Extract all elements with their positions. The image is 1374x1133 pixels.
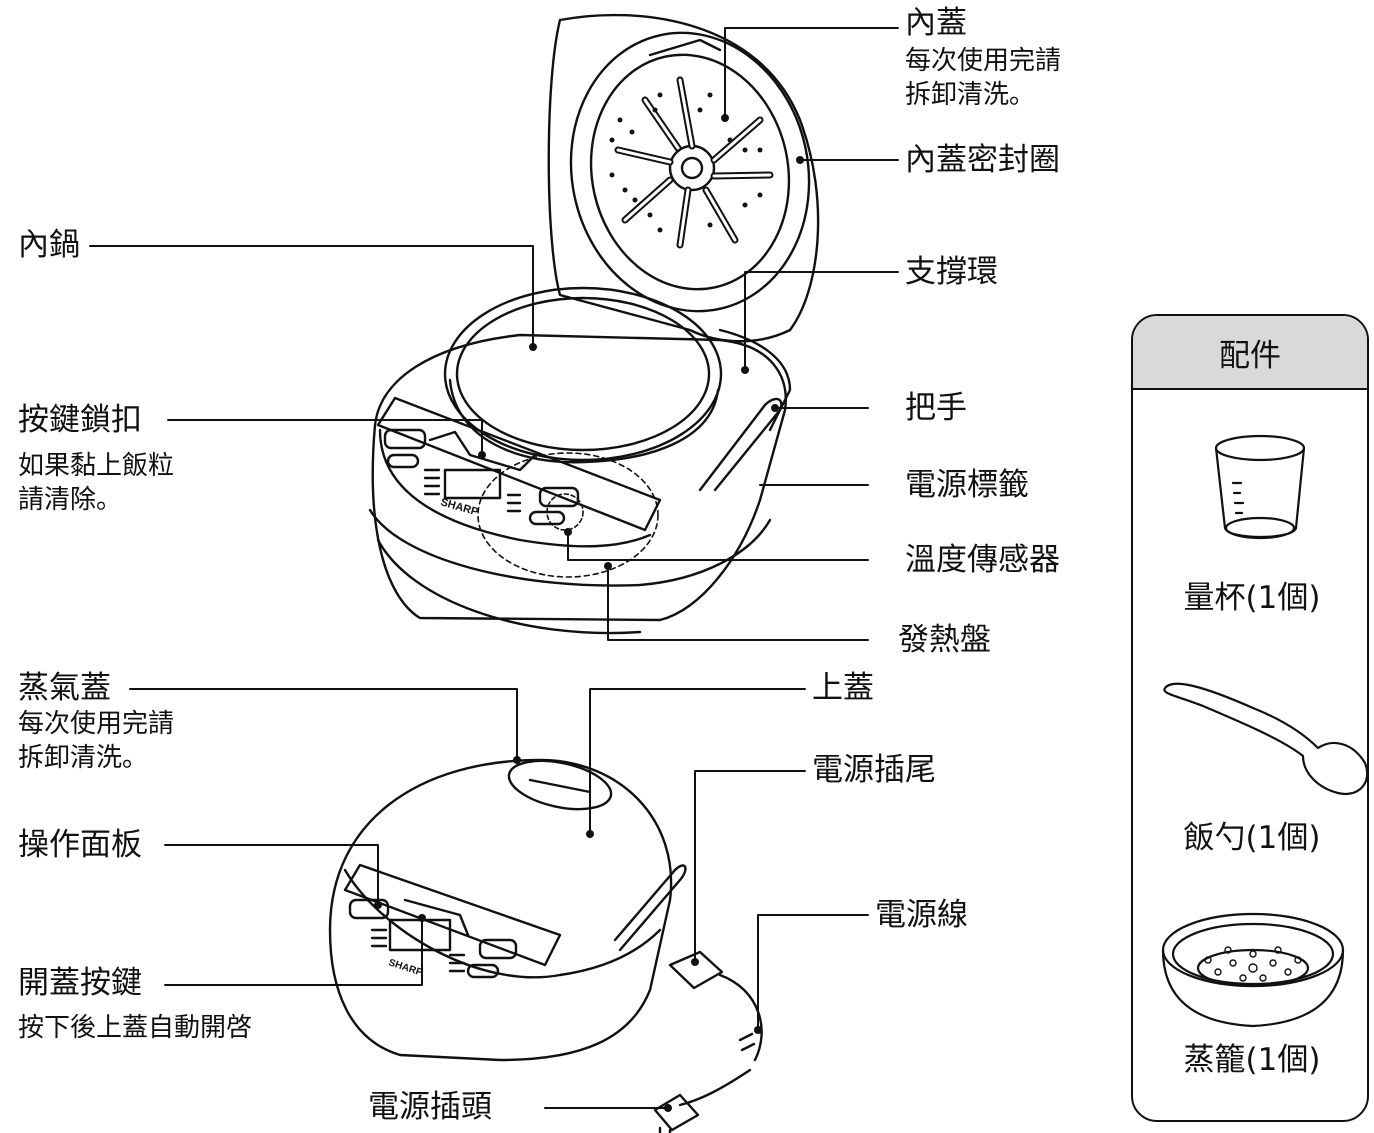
label-inner-lid: 內蓋	[905, 5, 967, 41]
label-lid-open-button: 開蓋按鍵	[18, 965, 142, 1001]
rice-paddle-icon	[1163, 682, 1367, 796]
accessory-steam-basket-label: 蒸籠(1個)	[1183, 1042, 1321, 1078]
label-power-plug-end: 電源插尾	[812, 752, 936, 788]
open-rice-cooker-illustration: SHARP	[368, 13, 820, 635]
label-heating-plate: 發熱盤	[898, 622, 991, 658]
label-power-cord: 電源線	[875, 897, 968, 933]
accessories-title: 配件	[1133, 316, 1367, 390]
label-handle: 把手	[905, 390, 967, 426]
accessories-panel: 配件	[1131, 314, 1369, 1122]
note-steam-cap: 每次使用完請 拆卸清洗。	[18, 709, 175, 773]
leader-lines	[89, 27, 899, 1109]
label-steam-cap: 蒸氣蓋	[18, 670, 111, 706]
note-inner-lid: 每次使用完請 拆卸清洗。	[905, 46, 1062, 110]
note-lid-open-button: 按下後上蓋自動開啓	[18, 1013, 253, 1043]
measuring-cup-icon	[1214, 434, 1306, 540]
label-inner-lid-seal: 內蓋密封圈	[905, 142, 1060, 178]
accessory-illustrations	[1161, 434, 1367, 1028]
label-power-label: 電源標籤	[905, 467, 1029, 503]
brand-logo: SHARP	[439, 496, 479, 518]
label-temp-sensor: 溫度傳感器	[905, 542, 1060, 578]
brand-logo-lower: SHARP	[387, 957, 424, 978]
leader-dots	[374, 114, 804, 1112]
steam-basket-icon	[1161, 912, 1345, 1028]
closed-rice-cooker-illustration: SHARP	[328, 758, 687, 1062]
label-control-panel: 操作面板	[18, 827, 142, 863]
accessory-measuring-cup-label: 量杯(1個)	[1183, 580, 1321, 616]
note-button-lock: 如果黏上飯粒 請清除。	[18, 451, 175, 515]
label-support-ring: 支撐環	[905, 254, 998, 290]
label-button-lock: 按鍵鎖扣	[18, 402, 142, 438]
label-inner-pot: 內鍋	[18, 227, 80, 263]
label-power-plug: 電源插頭	[368, 1089, 492, 1125]
label-top-lid: 上蓋	[812, 670, 874, 706]
accessory-rice-paddle-label: 飯勺(1個)	[1183, 820, 1321, 856]
